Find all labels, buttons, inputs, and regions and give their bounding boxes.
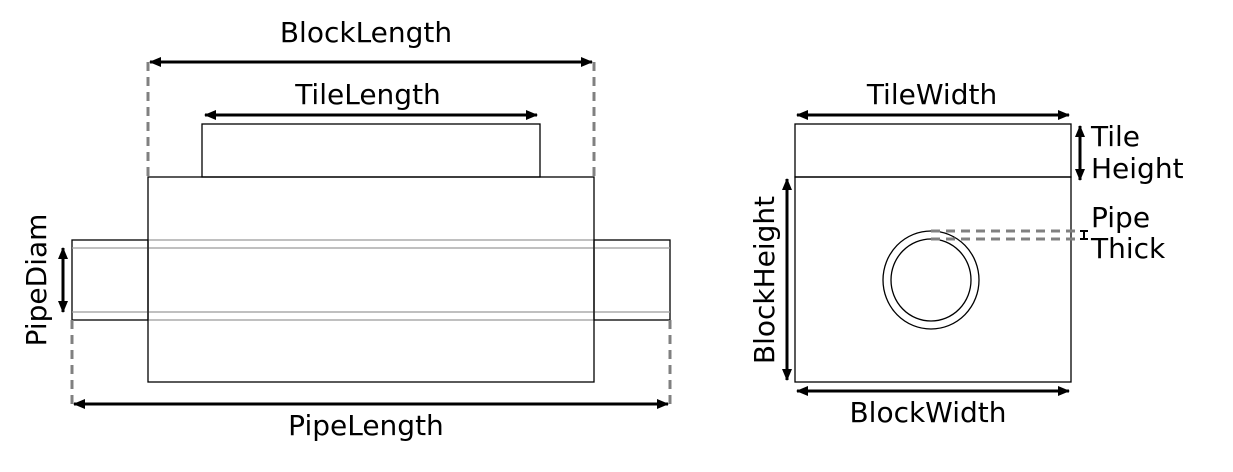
side-view: BlockLength TileLength PipeDiam PipeLeng… (20, 16, 672, 442)
pipe-diam-label: PipeDiam (20, 214, 53, 347)
block-body-side (147, 176, 595, 383)
tile-width-label: TileWidth (866, 78, 997, 111)
end-view: TileWidth Tile Height Pipe Thick BlockHe… (748, 78, 1184, 429)
pipe-thick-label-line1: Pipe (1091, 201, 1150, 234)
tile-end (794, 123, 1072, 178)
block-length-label: BlockLength (280, 16, 452, 49)
pipe-side-view (71, 239, 671, 321)
tile-height-label-line2: Height (1091, 152, 1184, 185)
tile-side (201, 123, 541, 178)
tile-height-label-line1: Tile (1090, 120, 1140, 153)
block-height-label: BlockHeight (748, 196, 781, 364)
pipe-right-stub (593, 239, 671, 321)
pipe-thick-label-line2: Thick (1090, 232, 1166, 265)
pipe-inner-circle (890, 238, 972, 322)
block-body-end (794, 176, 1072, 383)
pipe-thick-marker (1080, 230, 1088, 240)
pipe-left-stub (71, 239, 149, 321)
tile-length-label: TileLength (294, 78, 441, 111)
pipe-outer-circle (882, 230, 980, 330)
pipe-length-label: PipeLength (288, 409, 444, 442)
block-width-label: BlockWidth (849, 396, 1006, 429)
